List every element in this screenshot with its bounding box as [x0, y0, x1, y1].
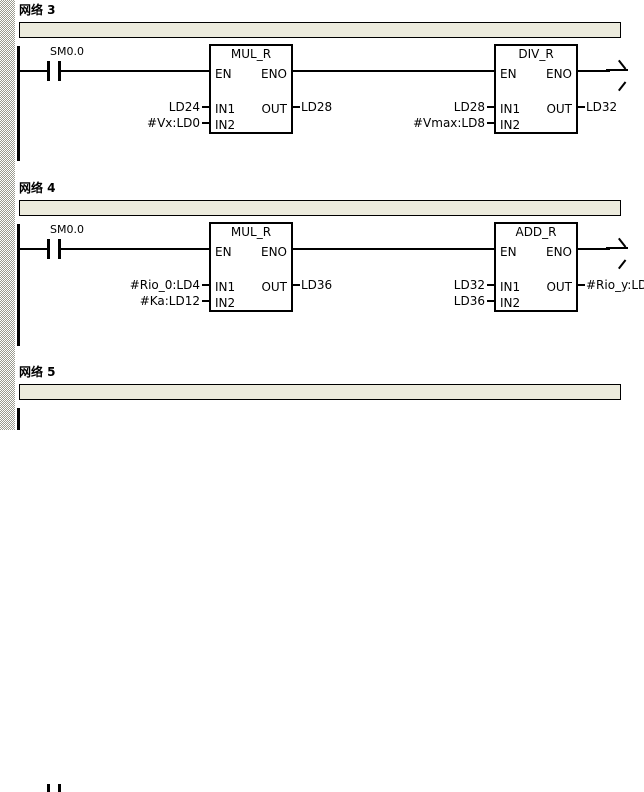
contact-label: SM0.0 — [50, 45, 84, 58]
stub-in1-mul-net4 — [202, 284, 209, 286]
stub-in1-mul-net3 — [202, 106, 209, 108]
function-block-div-r-net3[interactable]: DIV_R EN ENO IN1 IN2 OUT — [494, 44, 578, 134]
rung-continuation-arrow-3 — [606, 59, 634, 92]
operand-in2-mul-net4[interactable]: #Ka:LD12 — [139, 294, 200, 308]
stub-in2-add-net4 — [487, 300, 494, 302]
pin-in1: IN1 — [500, 102, 521, 116]
arrow-shaft — [606, 247, 628, 249]
operand-in1-mul-net4[interactable]: #Rio_0:LD4 — [129, 278, 200, 292]
stub-in1-div-net3 — [487, 106, 494, 108]
operand-out-add-net4[interactable]: #Rio_y:LD1 — [586, 278, 644, 292]
pin-eno: ENO — [260, 245, 287, 259]
network-3[interactable]: 网络 3 SM0.0 MUL_R EN ENO IN1 IN2 OUT LD24… — [0, 0, 644, 170]
contact-bar-right — [58, 784, 61, 792]
power-rail-4 — [17, 224, 20, 346]
rung-wire-4-a — [17, 248, 47, 250]
rung-wire-3-d — [578, 70, 610, 72]
stub-in1-add-net4 — [487, 284, 494, 286]
network-5-comment-bar[interactable] — [19, 384, 621, 400]
operand-in1-add-net4[interactable]: LD32 — [453, 278, 485, 292]
operand-in2-mul-net3[interactable]: #Vx:LD0 — [147, 116, 200, 130]
contact-bar-left — [47, 784, 50, 792]
pin-in1: IN1 — [215, 280, 236, 294]
pin-en: EN — [215, 67, 232, 81]
stub-out-add-net4 — [578, 284, 585, 286]
rung-wire-4-c — [293, 248, 495, 250]
pin-in2: IN2 — [500, 296, 521, 310]
pin-out: OUT — [261, 280, 287, 294]
pin-eno: ENO — [545, 245, 572, 259]
contact-bar-left — [47, 239, 50, 259]
rung-wire-3-b — [61, 70, 210, 72]
pin-in1: IN1 — [215, 102, 236, 116]
rung-wire-4-b — [61, 248, 210, 250]
contact-bar-left — [47, 61, 50, 81]
pin-in2: IN2 — [500, 118, 521, 132]
operand-in2-div-net3[interactable]: #Vmax:LD8 — [412, 116, 485, 130]
arrow-head-lower — [618, 81, 627, 92]
operand-out-div-net3[interactable]: LD32 — [586, 100, 618, 114]
rung-wire-3-a — [17, 70, 47, 72]
stub-out-mul-net4 — [293, 284, 300, 286]
function-block-title: DIV_R — [518, 47, 554, 61]
function-block-title: MUL_R — [230, 225, 272, 239]
operand-out-mul-net3[interactable]: LD28 — [301, 100, 333, 114]
contact-bar-right — [58, 61, 61, 81]
network-4-title: 网络 4 — [19, 181, 56, 195]
stub-out-mul-net3 — [293, 106, 300, 108]
operand-out-mul-net4[interactable]: LD36 — [301, 278, 333, 292]
operand-in2-add-net4[interactable]: LD36 — [453, 294, 485, 308]
stub-in2-div-net3 — [487, 122, 494, 124]
pin-out: OUT — [546, 102, 572, 116]
arrow-head-lower — [618, 259, 627, 270]
pin-out: OUT — [546, 280, 572, 294]
function-block-mul-r-net4[interactable]: MUL_R EN ENO IN1 IN2 OUT — [209, 222, 293, 312]
pin-in1: IN1 — [500, 280, 521, 294]
network-4[interactable]: 网络 4 SM0.0 MUL_R EN ENO IN1 IN2 OUT #Rio… — [0, 178, 644, 353]
pin-out: OUT — [261, 102, 287, 116]
pin-in2: IN2 — [215, 118, 236, 132]
pin-en: EN — [215, 245, 232, 259]
network-3-comment-bar[interactable] — [19, 22, 621, 38]
operand-in1-div-net3[interactable]: LD28 — [453, 100, 485, 114]
pin-eno: ENO — [545, 67, 572, 81]
network-4-comment-bar[interactable] — [19, 200, 621, 216]
rung-wire-3-c — [293, 70, 495, 72]
stub-in2-mul-net4 — [202, 300, 209, 302]
network-3-title: 网络 3 — [19, 3, 56, 17]
function-block-title: MUL_R — [230, 47, 272, 61]
pin-en: EN — [500, 67, 517, 81]
operand-in1-mul-net3[interactable]: LD24 — [168, 100, 200, 114]
function-block-add-r-net4[interactable]: ADD_R EN ENO IN1 IN2 OUT — [494, 222, 578, 312]
rung-wire-4-d — [578, 248, 610, 250]
pin-in2: IN2 — [215, 296, 236, 310]
contact-label: SM0.0 — [50, 223, 84, 236]
network-5-title: 网络 5 — [19, 365, 56, 379]
arrow-shaft — [606, 69, 628, 71]
stub-in2-mul-net3 — [202, 122, 209, 124]
function-block-mul-r-net3[interactable]: MUL_R EN ENO IN1 IN2 OUT — [209, 44, 293, 134]
contact-bar-right — [58, 239, 61, 259]
stub-out-div-net3 — [578, 106, 585, 108]
left-gutter-strip — [0, 0, 15, 430]
pin-en: EN — [500, 245, 517, 259]
network-5[interactable]: 网络 5 — [0, 362, 644, 792]
function-block-title: ADD_R — [515, 225, 557, 239]
power-rail-5 — [17, 408, 20, 430]
rung-continuation-arrow-4 — [606, 237, 634, 270]
power-rail-3 — [17, 46, 20, 161]
pin-eno: ENO — [260, 67, 287, 81]
